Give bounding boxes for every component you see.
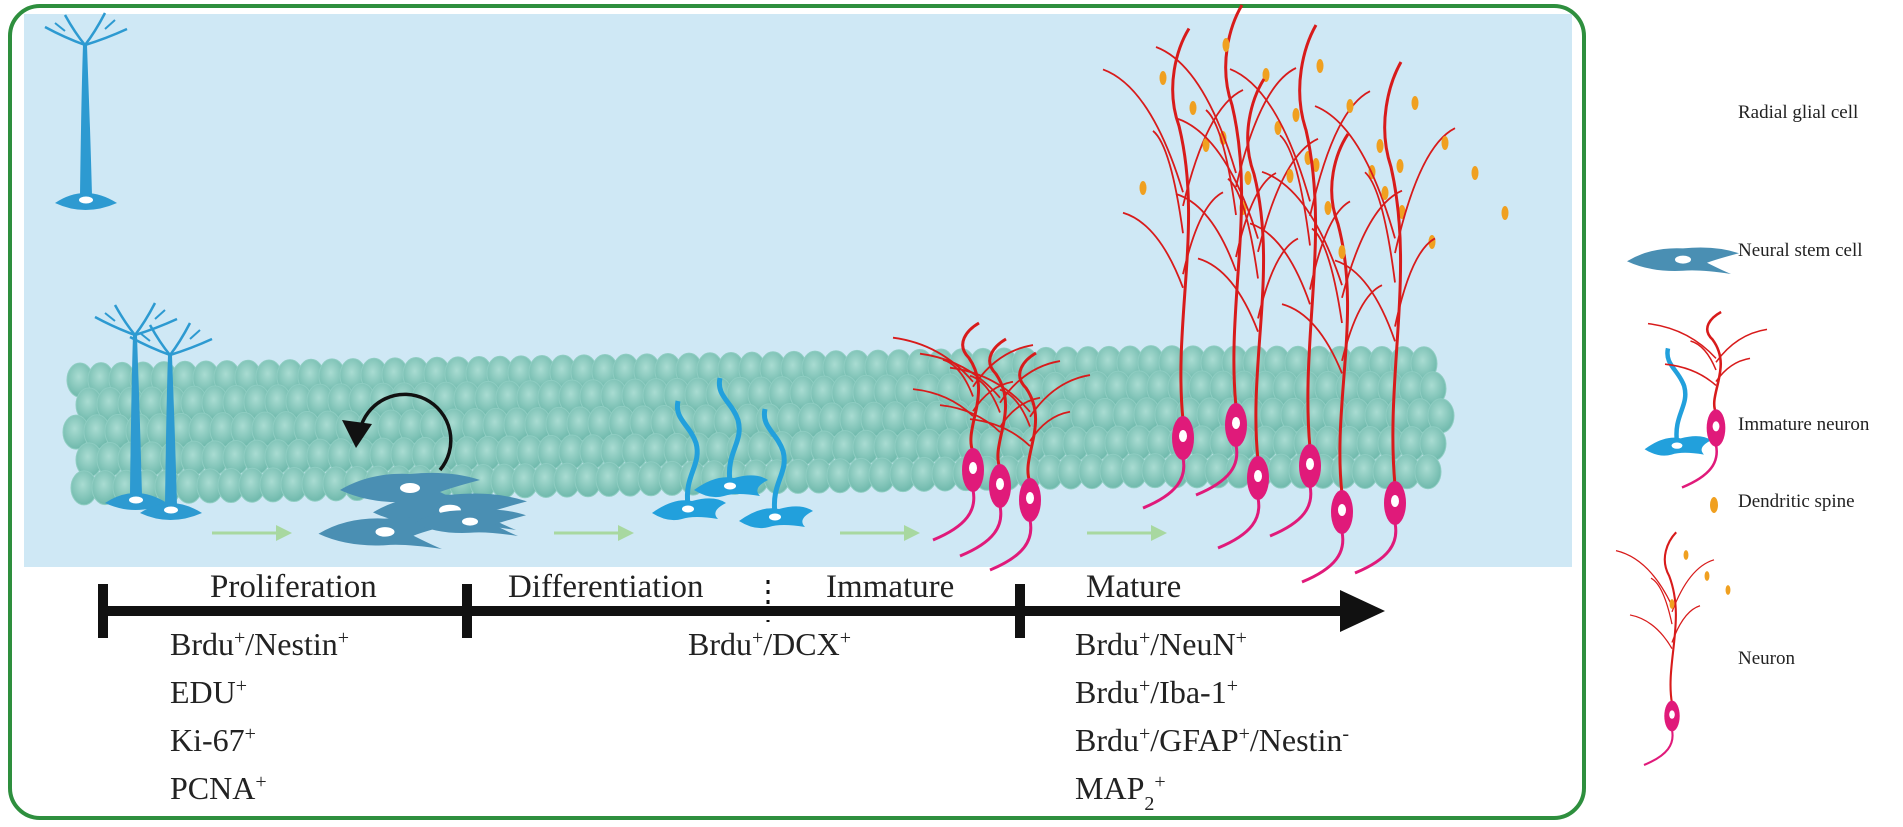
marker-label: Brdu+/Iba-1+ bbox=[1075, 674, 1238, 710]
legend-item: Neuron bbox=[1615, 531, 1795, 766]
legend-item: Neural stem cell bbox=[1627, 240, 1863, 274]
progression-arrow bbox=[554, 525, 634, 541]
legend-item: Dendritic spine bbox=[1710, 491, 1855, 513]
stage-label-immature: Immature bbox=[826, 569, 954, 605]
legend-label: Neural stem cell bbox=[1738, 240, 1863, 261]
timeline-axis bbox=[98, 580, 1385, 638]
progression-arrows bbox=[212, 525, 1167, 541]
marker-label: Brdu+/DCX+ bbox=[688, 626, 851, 662]
cell-illustrations bbox=[94, 4, 1509, 584]
marker-label: Brdu+/GFAP+/Nestin- bbox=[1075, 722, 1349, 758]
marker-label: Brdu+/Nestin+ bbox=[170, 626, 349, 662]
progression-arrow bbox=[212, 525, 292, 541]
radial-glial-cell-icon bbox=[44, 12, 128, 210]
timeline-arrowhead bbox=[1340, 590, 1385, 632]
marker-label: MAP2+ bbox=[1075, 770, 1166, 815]
legend-label: Radial glial cell bbox=[1738, 102, 1858, 123]
legend-label: Dendritic spine bbox=[1738, 491, 1855, 512]
neural-stem-cell-icon bbox=[1627, 247, 1739, 274]
dendritic-spine-icon bbox=[1710, 497, 1718, 513]
legend-label: Neuron bbox=[1738, 648, 1795, 669]
marker-label: Brdu+/NeuN+ bbox=[1075, 626, 1247, 662]
neuron-icon bbox=[1615, 531, 1731, 766]
marker-label: PCNA+ bbox=[170, 770, 267, 806]
stage-label-proliferation: Proliferation bbox=[210, 569, 377, 605]
immature-neuron-icon bbox=[1644, 310, 1768, 489]
legend-item: Immature neuron bbox=[1644, 310, 1870, 489]
stage-label-mature: Mature bbox=[1086, 569, 1181, 605]
progression-arrow bbox=[1087, 525, 1167, 541]
marker-label: EDU+ bbox=[170, 674, 247, 710]
legend-item: Radial glial cell bbox=[44, 12, 1858, 210]
progression-arrow bbox=[840, 525, 920, 541]
marker-label: Ki-67+ bbox=[170, 722, 256, 758]
stage-label-differentiation: Differentiation bbox=[508, 569, 704, 605]
marker-lists: Brdu+/Nestin+ EDU+ Ki-67+ PCNA+ Brdu+/DCX+ Br… bbox=[170, 626, 1349, 815]
legend-label: Immature neuron bbox=[1738, 414, 1870, 435]
